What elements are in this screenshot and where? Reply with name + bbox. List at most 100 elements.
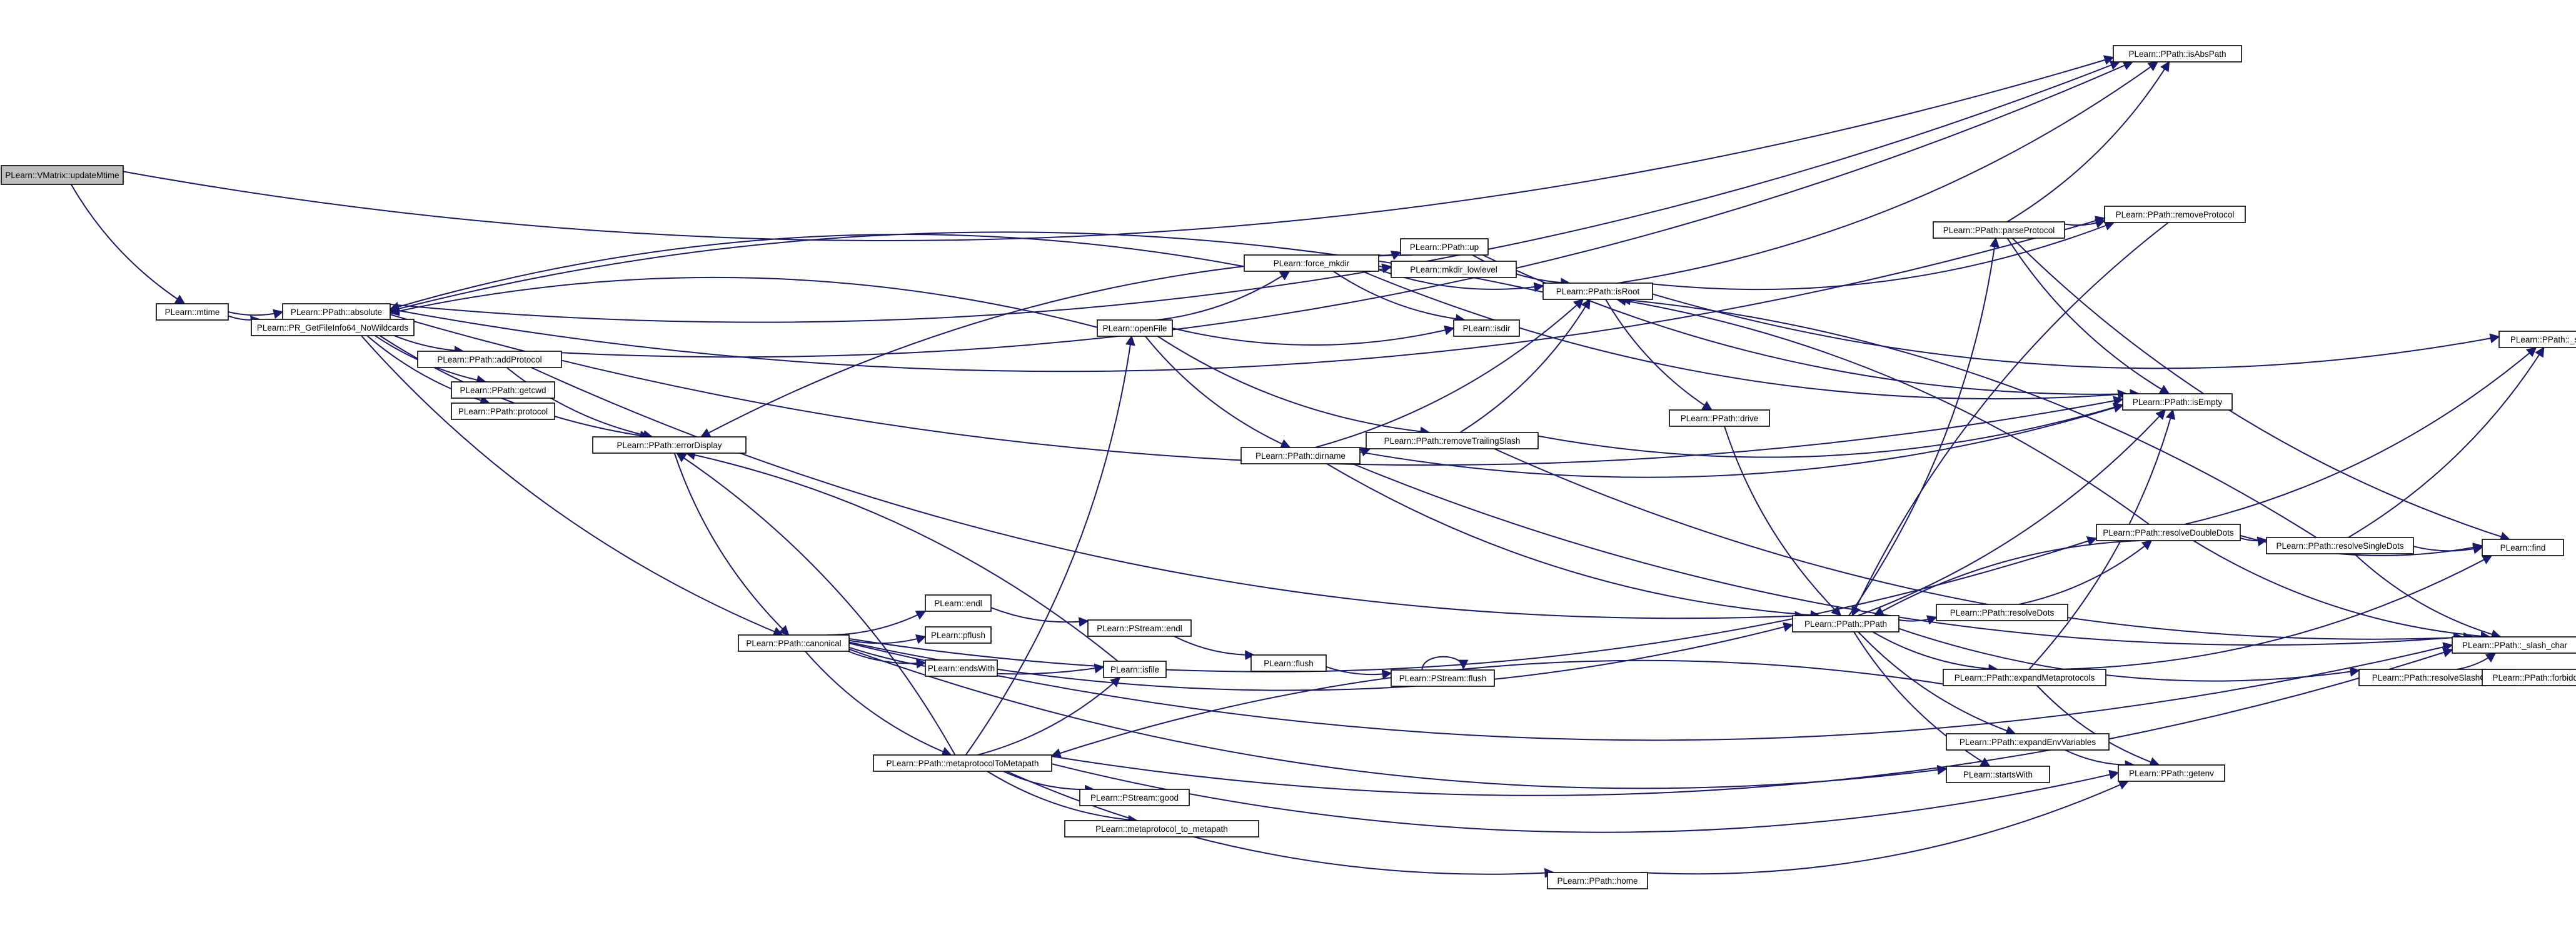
call-edge-home-to-getenv <box>1641 780 2130 875</box>
node-label: PLearn::PPath::getcwd <box>460 386 546 395</box>
node-slash[interactable]: PLearn::PPath::_slash <box>2498 331 2576 348</box>
call-edge-metaprotocoltometapath-to-isfile <box>977 676 1121 756</box>
node-box <box>1792 615 1899 632</box>
node-pstreamflush[interactable]: PLearn::PStream::flush <box>1391 669 1495 687</box>
node-home[interactable]: PLearn::PPath::home <box>1547 872 1648 889</box>
node-box <box>1391 261 1517 278</box>
call-edge-parseprotocol-to-removeprotocol <box>2064 218 2106 229</box>
call-edge-dirname-to-pathctor <box>1326 463 1821 621</box>
node-endl[interactable]: PLearn::endl <box>925 594 992 612</box>
node-forcemkdir[interactable]: PLearn::force_mkdir <box>1244 254 1379 272</box>
node-label: PLearn::endl <box>934 599 982 608</box>
node-box <box>1943 669 2106 686</box>
node-box <box>1391 669 1495 687</box>
node-isabspath[interactable]: PLearn::PPath::isAbsPath <box>2113 45 2242 62</box>
call-edge-forcemkdir-to-absolute <box>389 234 1245 312</box>
node-resolvedots[interactable]: PLearn::PPath::resolveDots <box>1936 604 2068 621</box>
node-box <box>1064 820 1259 838</box>
node-label: PLearn::PPath::drive <box>1681 414 1759 423</box>
node-box <box>251 319 415 336</box>
call-edge-metaprotocoltometapath-to-slashchar <box>1051 648 2453 796</box>
node-flush[interactable]: PLearn::flush <box>1250 654 1327 672</box>
call-edge-canonical-to-resolvedoubledots <box>848 536 2098 672</box>
call-edge-metaprotocoltometapath-to-pstreamgood <box>1003 771 1095 795</box>
node-box <box>873 754 1052 772</box>
call-edge-openfile-to-forcemkdir <box>1157 271 1291 321</box>
node-resolvedoubledots[interactable]: PLearn::PPath::resolveDoubleDots <box>2096 524 2241 541</box>
node-label: PLearn::PPath::_slash_char <box>2462 641 2568 650</box>
node-box <box>417 351 562 368</box>
node-forbiddenchars[interactable]: PLearn::PPath::forbidden_chars <box>2482 669 2576 686</box>
node-box <box>1946 733 2110 751</box>
node-protocol[interactable]: PLearn::PPath::protocol <box>451 402 555 420</box>
node-box <box>2452 636 2576 654</box>
node-box <box>1244 254 1379 272</box>
node-label: PLearn::PPath::up <box>1410 242 1479 252</box>
node-box <box>1936 604 2068 621</box>
node-getenv[interactable]: PLearn::PPath::getenv <box>2118 764 2225 782</box>
node-isfile[interactable]: PLearn::isfile <box>1103 661 1167 678</box>
node-metaprotocol-to-metapath[interactable]: PLearn::metaprotocol_to_metapath <box>1064 820 1259 838</box>
node-isroot[interactable]: PLearn::PPath::isRoot <box>1542 282 1653 300</box>
node-isdir[interactable]: PLearn::isdir <box>1453 319 1520 337</box>
call-edge-pathctor-to-startswith <box>1853 631 1991 767</box>
call-edge-removetrailingslash-to-slashchar <box>1494 448 2474 642</box>
call-edge-removetrailingslash-to-isroot <box>1459 298 1591 433</box>
node-up[interactable]: PLearn::PPath::up <box>1400 238 1489 256</box>
call-edge-absolute-to-isabspath <box>390 60 2121 323</box>
node-startswith[interactable]: PLearn::startsWith <box>1946 766 2050 783</box>
node-removeprotocol[interactable]: PLearn::PPath::removeProtocol <box>2104 206 2246 223</box>
node-label: PLearn::isdir <box>1463 324 1511 333</box>
node-pflush[interactable]: PLearn::pflush <box>925 626 992 644</box>
call-edge-forcemkdir-to-mkdirlowlevel <box>1378 263 1392 274</box>
node-mkdirlowlevel[interactable]: PLearn::mkdir_lowlevel <box>1391 261 1517 278</box>
node-label: PLearn::pflush <box>931 631 985 640</box>
node-parseprotocol[interactable]: PLearn::PPath::parseProtocol <box>1933 221 2065 239</box>
node-box <box>1669 409 1770 427</box>
node-drive[interactable]: PLearn::PPath::drive <box>1669 409 1770 427</box>
call-edge-pathctor-to-resolvedots <box>1898 615 1938 625</box>
node-errordisplay[interactable]: PLearn::PPath::errorDisplay <box>592 436 747 454</box>
call-edge-resolvedoubledots-to-resolvesingledots <box>2240 536 2268 547</box>
node-pstreamendl[interactable]: PLearn::PStream::endl <box>1087 619 1192 637</box>
node-box <box>1087 619 1192 637</box>
node-removetrailingslash[interactable]: PLearn::PPath::removeTrailingSlash <box>1366 432 1539 449</box>
node-prgetfile[interactable]: PLearn::PR_GetFileInfo64_NoWildcards <box>251 319 415 336</box>
node-box <box>1366 432 1539 449</box>
node-expandenvvariables[interactable]: PLearn::PPath::expandEnvVariables <box>1946 733 2110 751</box>
call-edge-pstreamflush-to-pstreamflush <box>1421 656 1469 671</box>
node-endswith[interactable]: PLearn::endsWith <box>925 659 998 677</box>
call-edge-isroot-to-slash <box>1652 293 2500 369</box>
node-slashchar[interactable]: PLearn::PPath::_slash_char <box>2452 636 2576 654</box>
call-edge-parseprotocol-to-isabspath <box>2006 61 2170 222</box>
node-box <box>1946 766 2050 783</box>
call-edge-expandenvvariables-to-getenv <box>2065 749 2135 771</box>
call-edge-flush-to-pstreamflush <box>1326 666 1392 679</box>
node-label: PLearn::PPath::getenv <box>2129 769 2214 778</box>
node-find[interactable]: PLearn::find <box>2482 539 2564 556</box>
node-dirname[interactable]: PLearn::PPath::dirname <box>1240 447 1361 464</box>
node-label: PLearn::PPath::addProtocol <box>437 355 541 364</box>
node-pstreamgood[interactable]: PLearn::PStream::good <box>1079 789 1190 806</box>
node-isempty[interactable]: PLearn::PPath::isEmpty <box>2122 393 2233 411</box>
call-edge-pathctor-to-resolveslashchars <box>1898 628 2360 682</box>
node-pathctor[interactable]: PLearn::PPath::PPath <box>1792 615 1899 632</box>
node-absolute[interactable]: PLearn::PPath::absolute <box>282 303 391 321</box>
node-updatemtime[interactable]: PLearn::VMatrix::updateMtime <box>1 165 124 185</box>
node-mtime[interactable]: PLearn::mtime <box>156 303 229 321</box>
node-resolvesingledots[interactable]: PLearn::PPath::resolveSingleDots <box>2266 537 2414 554</box>
node-label: PLearn::PPath::resolveSlashChars <box>2372 673 2503 682</box>
node-label: PLearn::PPath::isRoot <box>1556 287 1640 296</box>
call-edge-forcemkdir-to-isempty <box>1362 271 2128 400</box>
node-label: PLearn::PPath::canonical <box>746 639 841 648</box>
node-openfile[interactable]: PLearn::openFile <box>1097 319 1173 337</box>
node-expandmetaprotocols[interactable]: PLearn::PPath::expandMetaprotocols <box>1943 669 2106 686</box>
node-metaprotocoltometapath[interactable]: PLearn::PPath::metaprotocolToMetapath <box>873 754 1052 772</box>
node-addprotocol[interactable]: PLearn::PPath::addProtocol <box>417 351 562 368</box>
node-canonical[interactable]: PLearn::PPath::canonical <box>738 634 850 652</box>
call-edge-metaprotocoltometapath-to-openfile <box>965 335 1135 756</box>
call-edge-resolvedoubledots-to-slash <box>2184 346 2537 525</box>
node-getcwd[interactable]: PLearn::PPath::getcwd <box>451 381 555 399</box>
call-edge-removetrailingslash-to-isempty <box>1537 402 2124 458</box>
